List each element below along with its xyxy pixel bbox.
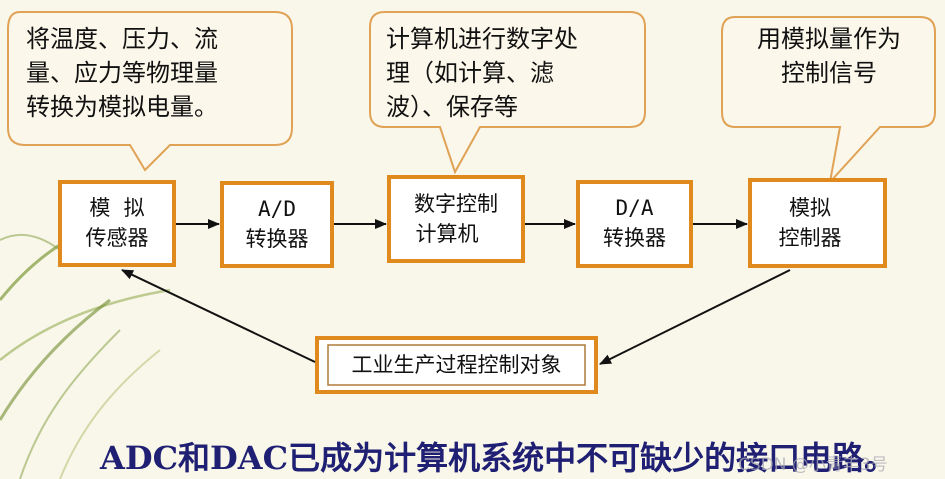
callout-controller-line: 控制信号 bbox=[781, 59, 877, 87]
block-adc bbox=[220, 181, 334, 268]
arrow-controller-to-process bbox=[599, 269, 791, 365]
callout-computer-text: 计算机进行数字处 理（如计算、滤 波）、保存等 bbox=[386, 22, 578, 124]
block-dac-line: 转换器 bbox=[603, 226, 666, 250]
block-computer-line: 计算机 bbox=[415, 222, 479, 246]
block-dac bbox=[576, 180, 693, 268]
callout-sensor-line: 量、应力等物理量 bbox=[26, 59, 218, 87]
block-process bbox=[315, 336, 598, 394]
callout-sensor-line: 转换为模拟电量。 bbox=[26, 93, 218, 121]
callout-computer-line: 理（如计算、滤 bbox=[386, 59, 554, 87]
block-process-inner bbox=[327, 344, 586, 386]
block-sensor-label: 模 拟 传感器 bbox=[60, 193, 174, 253]
block-sensor-line: 传感器 bbox=[85, 226, 149, 250]
callout-controller-bubble bbox=[721, 16, 936, 186]
block-adc-line: A/D bbox=[258, 197, 296, 221]
callout-computer-bubble bbox=[369, 11, 646, 175]
block-controller bbox=[748, 178, 887, 268]
footer-statement: ADC和DAC已成为计算机系统中不可缺少的接口电路。 bbox=[100, 439, 897, 477]
callout-controller-line: 用模拟量作为 bbox=[757, 25, 901, 53]
block-sensor-line: 模 拟 bbox=[89, 196, 145, 220]
block-controller-line: 控制器 bbox=[778, 226, 842, 250]
block-controller-line: 模拟 bbox=[789, 196, 831, 220]
block-computer bbox=[387, 175, 525, 263]
block-process-label: 工业生产过程控制对象 bbox=[351, 353, 562, 377]
callout-sensor-text: 将温度、压力、流 量、应力等物理量 转换为模拟电量。 bbox=[26, 22, 218, 124]
callout-sensor-bubble bbox=[7, 11, 293, 172]
arrow-process-to-sensor bbox=[121, 269, 316, 363]
block-adc-line: 转换器 bbox=[245, 227, 309, 251]
callout-computer-line: 波）、保存等 bbox=[386, 93, 518, 121]
callout-controller-text: 用模拟量作为 控制信号 bbox=[744, 22, 914, 90]
callout-sensor-line: 将温度、压力、流 bbox=[26, 25, 218, 53]
callout-computer-line: 计算机进行数字处 bbox=[386, 25, 578, 53]
block-dac-line: D/A bbox=[615, 196, 654, 220]
block-adc-label: A/D 转换器 bbox=[222, 194, 332, 254]
block-computer-label: 数字控制 计算机 bbox=[389, 189, 523, 249]
block-controller-label: 模拟 控制器 bbox=[750, 193, 870, 253]
block-dac-label: D/A 转换器 bbox=[578, 193, 691, 253]
watermark: CSDN @小青丰3号 bbox=[738, 455, 888, 475]
block-computer-line: 数字控制 bbox=[414, 192, 498, 216]
block-sensor bbox=[58, 180, 176, 267]
